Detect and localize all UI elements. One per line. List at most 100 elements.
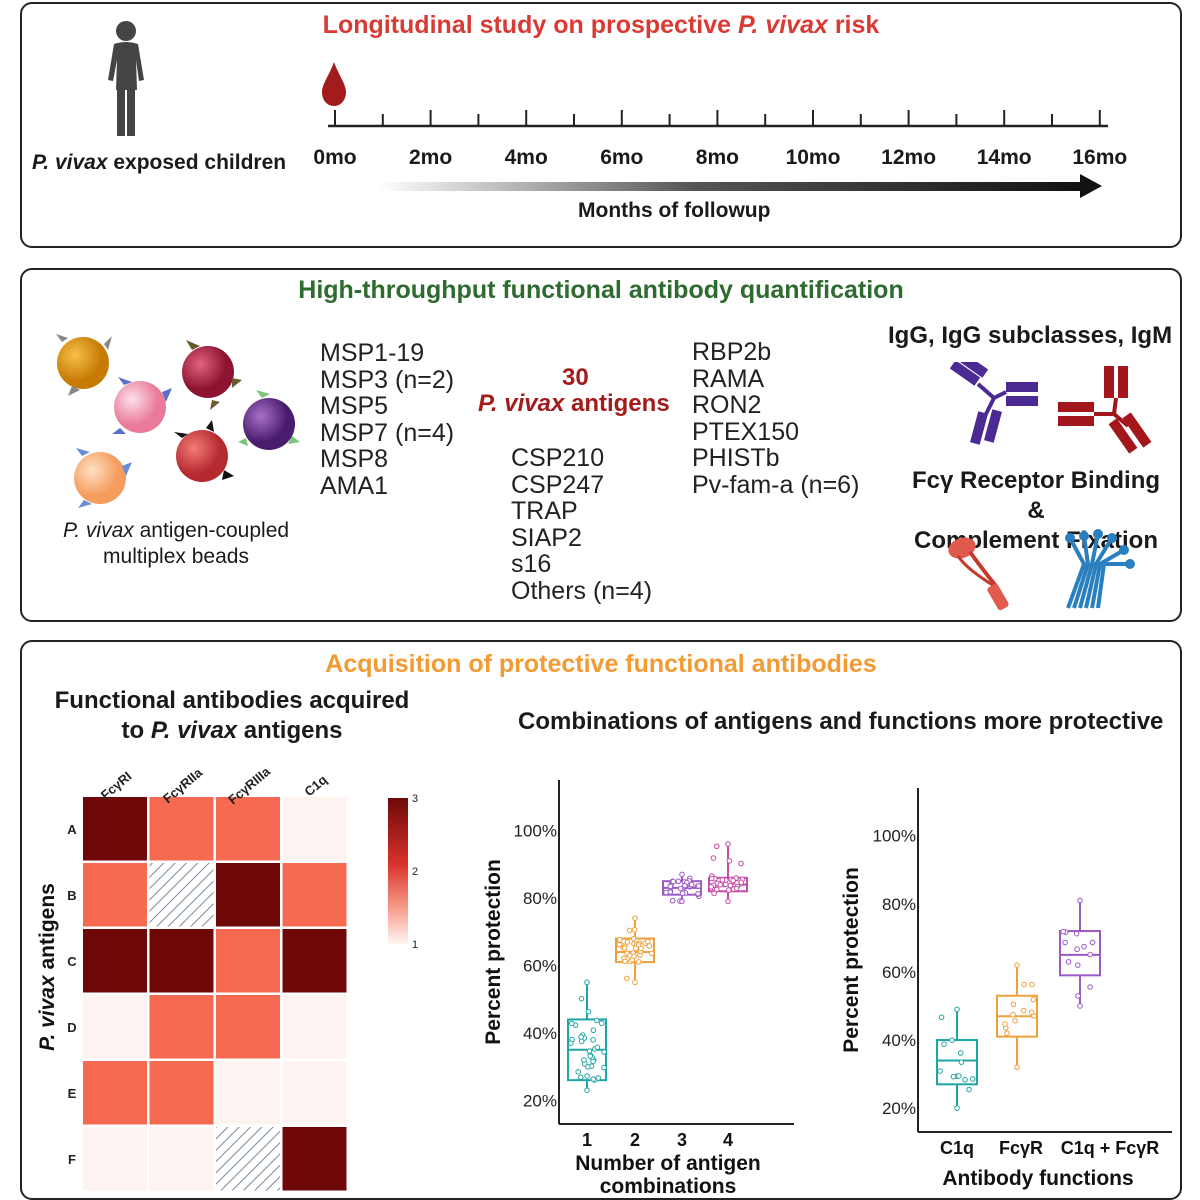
- antigen-name: MSP8: [320, 445, 389, 473]
- y-axis-label: Percent protection: [840, 867, 863, 1053]
- heatmap-row-label: E: [68, 1086, 77, 1101]
- heatmap-cell: [149, 1061, 214, 1125]
- antigen-name: RAMA: [692, 364, 765, 393]
- y-tick-label: 20%: [523, 1091, 557, 1110]
- antigen-name: MSP3 (n=2): [320, 365, 455, 394]
- x-tick-label: FcγR: [999, 1138, 1043, 1158]
- y-tick-label: 60%: [523, 956, 557, 975]
- antigen-name: Others (n=4): [511, 576, 653, 605]
- heatmap-cell: [282, 1061, 347, 1125]
- x-tick-label: 2: [630, 1130, 640, 1150]
- heatmap-cell: [83, 995, 147, 1059]
- igg-antibody-icon: [950, 362, 1038, 445]
- timeline-tick-label: 0mo: [313, 146, 357, 169]
- y-tick-label: 40%: [882, 1031, 916, 1050]
- box-FcγR: [996, 962, 1038, 1071]
- antigen-name: PHISTb: [692, 444, 780, 472]
- x-tick-label: 4: [723, 1130, 733, 1150]
- colorbar-tick-label: 3: [412, 793, 418, 805]
- box-1: [567, 979, 607, 1094]
- heatmap-colorbar: [388, 798, 408, 944]
- heatmap-cell: [149, 863, 214, 927]
- heatmap-cell: [83, 797, 147, 861]
- isotypes-label: IgG, IgG subclasses, IgM: [888, 322, 1173, 349]
- heatmap-row-label: D: [67, 1020, 76, 1035]
- heatmap-cell: [149, 797, 214, 861]
- timeline-tick-label: 14mo: [976, 146, 1032, 169]
- heatmap-cell: [216, 929, 280, 993]
- multiplex-beads-icon: [56, 334, 300, 508]
- antigen-name: MSP7 (n=4): [320, 418, 455, 447]
- colorbar-tick-label: 1: [412, 939, 418, 951]
- quantification-panel: High-throughput functional antibody quan…: [20, 268, 1182, 622]
- box-C1q + FcγR: [1059, 897, 1101, 1009]
- heatmap-cell: [282, 1127, 347, 1191]
- timeline-tick-label: 4mo: [504, 146, 548, 169]
- heatmap-cell: [149, 929, 214, 993]
- timeline-axis-label: Months of followup: [578, 199, 771, 222]
- antigen-name: MSP5: [320, 392, 389, 420]
- box-4: [708, 841, 748, 905]
- antigen-name: AMA1: [320, 471, 389, 500]
- antigen-name: CSP210: [511, 444, 605, 472]
- heatmap-cell: [282, 863, 347, 927]
- protection-panel: Acquisition of protective functional ant…: [20, 640, 1182, 1200]
- blood-drop-icon: [322, 62, 346, 106]
- antigen-name: Pv-fam-a (n=6): [692, 470, 860, 499]
- x-tick-label: C1q + FcγR: [1061, 1138, 1160, 1158]
- heatmap-cell: [149, 1127, 214, 1191]
- heatmap-row-label: F: [68, 1152, 76, 1167]
- timeline-tick-label: 12mo: [881, 146, 937, 169]
- y-tick-label: 20%: [882, 1099, 916, 1118]
- y-tick-label: 100%: [873, 827, 916, 846]
- heatmap-row-label: A: [67, 822, 77, 837]
- y-tick-label: 40%: [523, 1024, 557, 1043]
- timeline-tick-label: 2mo: [409, 146, 453, 169]
- antigen-name: s16: [511, 550, 552, 578]
- y-axis-label: Percent protection: [482, 859, 505, 1045]
- antigen-count: 30: [562, 364, 589, 391]
- x-axis-label: combinations: [600, 1175, 737, 1196]
- x-tick-label: 3: [677, 1130, 687, 1150]
- antigen-name: MSP1-19: [320, 339, 425, 367]
- heatmap-cell: [216, 797, 280, 861]
- heatmap-cell: [83, 1061, 147, 1125]
- heatmap-cell: [83, 929, 147, 993]
- igm-antibody-icon: [1058, 366, 1152, 454]
- heatmap-cell: [83, 1127, 147, 1191]
- heatmap-cell: [216, 995, 280, 1059]
- children-label: P. vivax exposed children: [32, 151, 287, 174]
- protection-title: Acquisition of protective functional ant…: [325, 650, 877, 678]
- timeline-tick-label: 10mo: [785, 146, 841, 169]
- x-axis-label: Antibody functions: [942, 1167, 1133, 1190]
- antigen-name: RON2: [692, 391, 762, 419]
- x-axis-label: Number of antigen: [575, 1152, 761, 1175]
- fc-receptor-icon: [948, 537, 1009, 611]
- antigen-count-label: P. vivax antigens: [478, 390, 670, 417]
- antigen-name: CSP247: [511, 470, 605, 499]
- quantification-title: High-throughput functional antibody quan…: [298, 276, 904, 304]
- heatmap-column-label: C1q: [301, 772, 330, 799]
- antigen-name: PTEX150: [692, 417, 800, 446]
- y-tick-label: 100%: [514, 822, 557, 841]
- heatmap-row-label: B: [67, 888, 76, 903]
- heatmap-cell: [216, 1127, 280, 1191]
- functions-label: Fcγ Receptor Binding & Complement Fixati…: [911, 467, 1161, 554]
- heatmap-cell: [83, 863, 147, 927]
- combinations-title: Combinations of antigens and functions m…: [518, 708, 1164, 735]
- colorbar-tick-label: 2: [412, 866, 418, 878]
- timeline-tick-label: 6mo: [600, 146, 644, 169]
- heatmap-cell: [282, 929, 347, 993]
- heatmap-title: Functional antibodies acquired to P. viv…: [54, 687, 410, 744]
- timeline-tick-label: 16mo: [1072, 146, 1128, 169]
- study-title: Longitudinal study on prospective P. viv…: [322, 11, 880, 39]
- beads-caption: P. vivax antigen-coupled multiplex beads: [62, 519, 290, 568]
- box-C1q: [936, 1006, 978, 1111]
- y-tick-label: 80%: [523, 889, 557, 908]
- antigen-name: SIAP2: [511, 523, 582, 552]
- child-icon: [108, 21, 144, 136]
- box-3: [662, 871, 702, 905]
